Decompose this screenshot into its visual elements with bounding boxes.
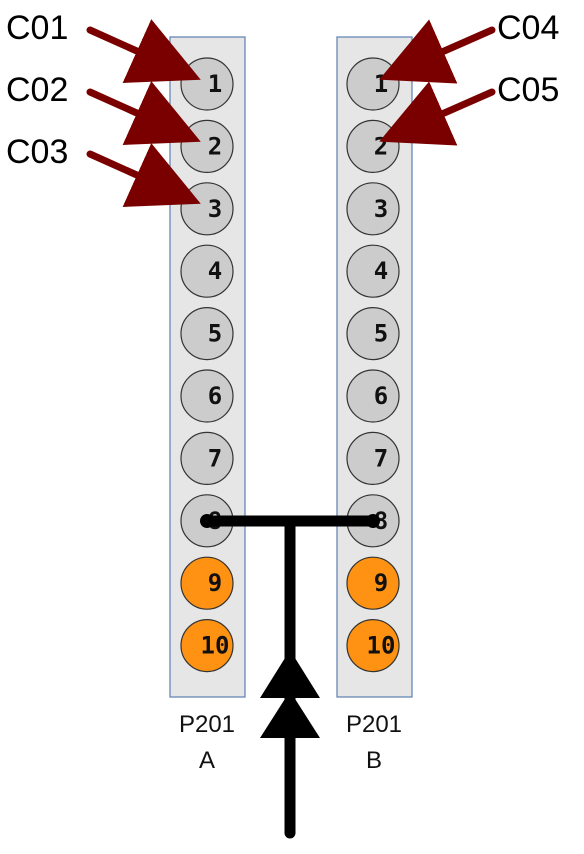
pin-label-a-10: 10 <box>201 632 230 660</box>
callout-arrow-c03 <box>86 143 201 207</box>
pin-a-10 <box>180 618 234 673</box>
callouts: C01 C02 C03 C04 C05 <box>6 9 559 207</box>
pin-b-3 <box>346 182 400 236</box>
strip-a-name: P201 <box>179 711 235 738</box>
pin-label-b-5: 5 <box>374 320 388 348</box>
callout-arrow-c04 <box>379 19 496 84</box>
pin-label-a-7: 7 <box>208 444 222 472</box>
pin-label-b-1: 1 <box>374 70 388 98</box>
pin-label-b-8: 8 <box>374 507 388 535</box>
pin-label-b-2: 2 <box>374 132 388 160</box>
connector-arrowhead-upper <box>260 650 320 698</box>
pin-label-a-6: 6 <box>208 382 222 410</box>
callout-label-c05: C05 <box>497 71 559 109</box>
pin-a-7 <box>180 431 234 485</box>
connector-arrowhead-lower <box>260 691 320 738</box>
connector-end-a <box>200 514 214 528</box>
pin-label-b-3: 3 <box>374 195 388 223</box>
strip-b-suffix: B <box>366 747 382 774</box>
strip-b-pins: 1 2 3 4 5 6 7 8 9 10 <box>346 57 400 673</box>
pin-b-7 <box>346 431 400 485</box>
strip-b: 1 2 3 4 5 6 7 8 9 10 P201 B <box>336 36 413 774</box>
connector <box>200 514 380 839</box>
callout-label-c03: C03 <box>6 133 68 171</box>
pin-a-5 <box>180 307 234 361</box>
pin-b-9 <box>346 556 400 610</box>
strip-b-name: P201 <box>346 711 402 738</box>
callout-arrow-c02 <box>86 81 201 145</box>
callout-arrow-c05 <box>379 81 496 146</box>
pin-label-a-4: 4 <box>208 257 222 285</box>
callout-arrow-c01 <box>86 19 201 83</box>
pin-b-6 <box>346 369 400 423</box>
pin-a-4 <box>180 244 234 298</box>
pin-label-b-7: 7 <box>374 444 388 472</box>
pin-label-a-1: 1 <box>208 70 222 98</box>
pin-label-a-5: 5 <box>208 320 222 348</box>
pin-b-4 <box>346 244 400 298</box>
connector-end-b <box>366 514 380 528</box>
pin-b-5 <box>346 307 400 361</box>
strip-a-suffix: A <box>199 747 215 774</box>
pin-label-b-10: 10 <box>367 632 396 660</box>
pin-b-10 <box>346 618 400 673</box>
callout-label-c02: C02 <box>6 71 68 109</box>
pin-label-b-9: 9 <box>374 569 388 597</box>
pin-label-a-9: 9 <box>208 569 222 597</box>
pin-label-a-3: 3 <box>208 195 222 223</box>
pin-label-a-2: 2 <box>208 132 222 160</box>
callout-label-c01: C01 <box>6 9 68 47</box>
pin-a-6 <box>180 369 234 423</box>
pin-label-b-4: 4 <box>374 257 388 285</box>
pin-label-b-6: 6 <box>374 382 388 410</box>
callout-label-c04: C04 <box>497 9 559 47</box>
pin-a-9 <box>180 556 234 610</box>
